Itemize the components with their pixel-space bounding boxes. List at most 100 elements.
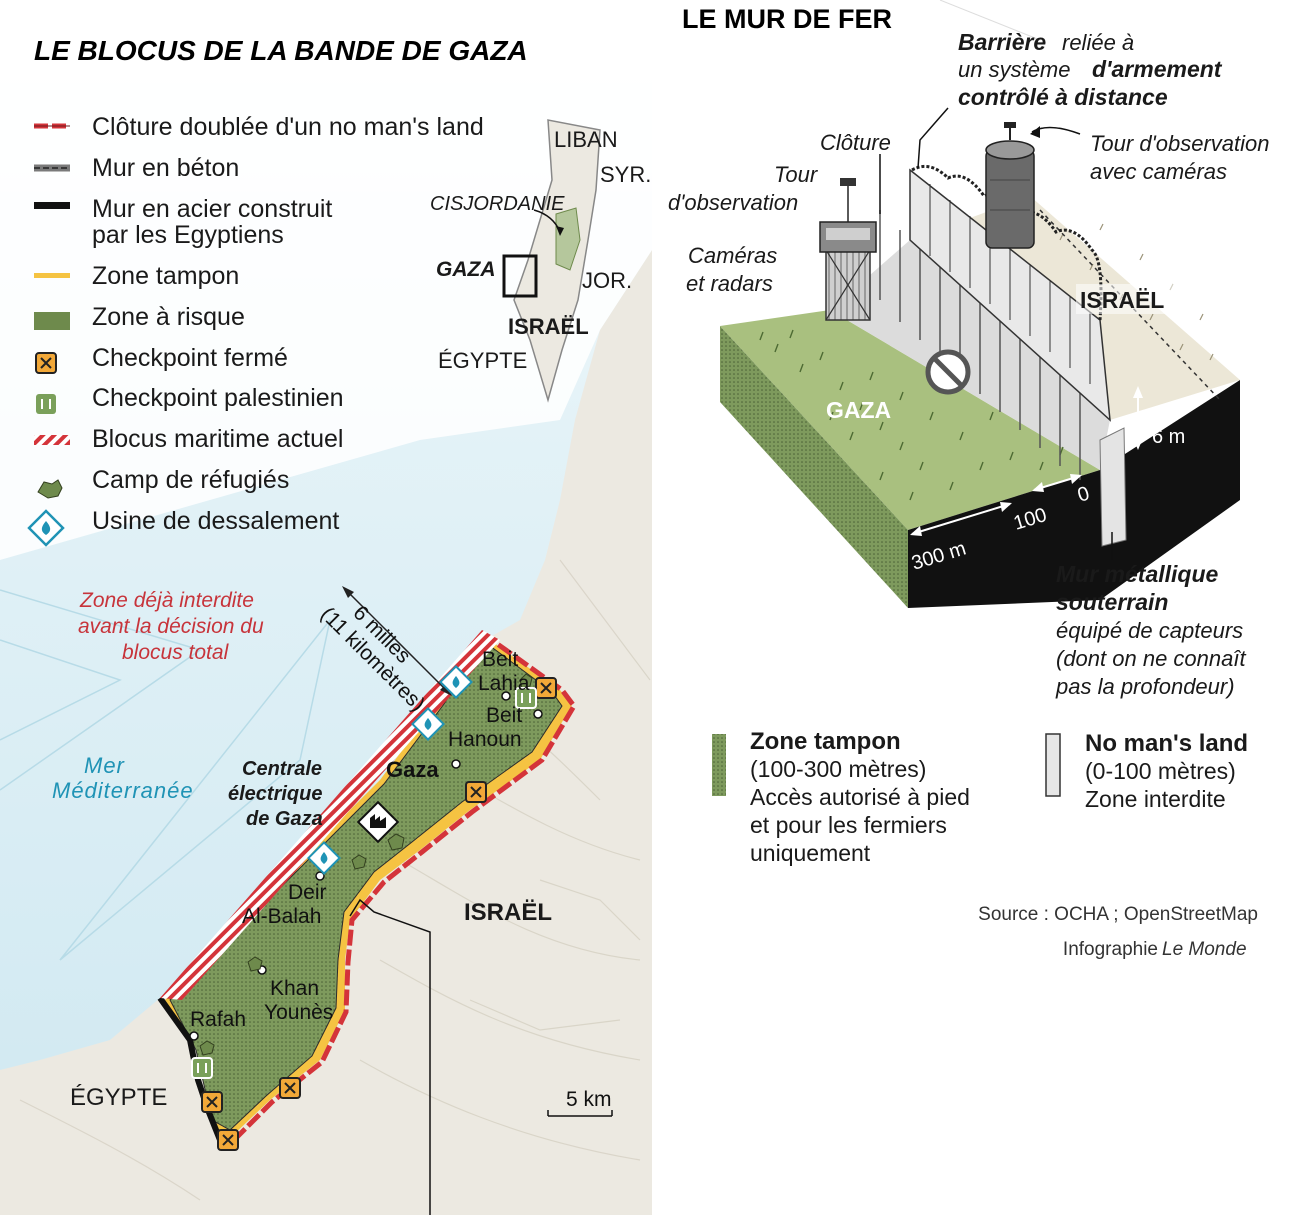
legend-buffer-l2: Accès autorisé à pied (750, 784, 970, 810)
desalination-plants (307, 665, 473, 875)
beit-lahia-line2: Lahia (478, 672, 530, 695)
tower-line2: d'observation (668, 190, 798, 215)
credit-text: Infographie (1063, 939, 1158, 960)
barrier-line2-bold: d'armement (1092, 56, 1223, 82)
cameras-line1: Caméras (688, 243, 777, 268)
inset-israel: ISRAËL (508, 314, 589, 339)
legend-palestinian-checkpoint: Checkpoint palestinien (92, 384, 344, 412)
inset-liban: LIBAN (554, 127, 618, 152)
legend-desalination: Usine de dessalement (92, 507, 339, 535)
desalination-plant-icon (27, 509, 65, 547)
legend-noman-swatch (1045, 733, 1061, 797)
inset-egypte: ÉGYPTE (438, 348, 527, 373)
block-front-face (908, 380, 1240, 608)
right-diagram-panel: LE MUR DE FER (668, 0, 1270, 960)
wall-line1: Mur métallique (1056, 561, 1219, 587)
closed-checkpoints (201, 677, 557, 1151)
barrier-ribs (929, 184, 1091, 384)
wall-line2: souterrain (1056, 589, 1168, 615)
left-title: LE BLOCUS DE LA BANDE DE GAZA (34, 35, 528, 66)
legend-buffer-swatch (712, 734, 726, 796)
steel-wall (157, 996, 225, 1147)
legend-concrete: Mur en béton (92, 154, 239, 182)
no-entry-sign-icon (925, 349, 971, 395)
faint-decoration (939, 0, 1041, 41)
tower-line1: Tour (774, 162, 819, 187)
wall-line3: équipé de capteurs (1056, 618, 1243, 643)
legend-steel-line1: Mur en acier construit (92, 195, 332, 223)
observation-tower (819, 178, 877, 321)
steel-wall-icon (34, 202, 70, 209)
inset-cisjordanie: CISJORDANIE (430, 193, 565, 215)
inset-west-bank (555, 207, 581, 271)
height-label: 6 m (1152, 426, 1185, 448)
inset-map: LIBAN SYR. CISJORDANIE GAZA JOR. ISRAËL … (430, 119, 651, 403)
legend-backdrop (0, 0, 652, 560)
power-plant-line2: électrique (228, 783, 322, 805)
legend-steel-line2: par les Egyptiens (92, 221, 284, 249)
leader-line (349, 898, 431, 1215)
maritime-blockade-icon (34, 435, 70, 445)
sea-label-line2: Méditerranée (52, 778, 194, 803)
diagram-legend: Zone tampon (100-300 mètres) Accès autor… (712, 728, 1248, 866)
barrier-line2-rest: un système (958, 57, 1071, 82)
refugee-camp-icon (37, 479, 63, 499)
buffer-zone-icon (34, 273, 70, 278)
legend-noman-title: No man's land (1085, 730, 1248, 757)
legend-buffer: Zone tampon (92, 262, 239, 290)
legend-risk: Zone à risque (92, 303, 245, 331)
tower-cam-line1: Tour d'observation (1090, 131, 1270, 156)
fence-line (230, 630, 578, 1144)
khan-line1: Khan (270, 977, 319, 1000)
legend-buffer-l4: uniquement (750, 840, 871, 866)
town-dots (189, 691, 543, 1041)
sea-zone-lines (0, 589, 331, 961)
right-title: LE MUR DE FER (682, 4, 892, 34)
gaza-city-label: Gaza (386, 757, 439, 782)
barrier-line1-bold: Barrière (958, 29, 1046, 55)
distance-arrowheads (910, 474, 1082, 536)
legend-closed-checkpoint: Checkpoint fermé (92, 344, 288, 372)
closed-checkpoint-icon (35, 352, 57, 374)
beit-lahia-line1: Beit (482, 648, 518, 671)
cameras-line2: et radars (686, 271, 773, 296)
barrier-line3: contrôlé à distance (958, 84, 1168, 110)
deir-line1: Deir (288, 881, 327, 904)
scale-bar: 5 km (547, 1088, 613, 1117)
wall-line4: (dont on ne connaît (1056, 646, 1246, 671)
legend-noman-l1: (0-100 mètres) (1085, 758, 1236, 784)
sea-label-line1: Mer (84, 753, 126, 778)
land-area (0, 250, 652, 1215)
height-arrow (1133, 386, 1143, 450)
deir-line2: Al-Balah (242, 905, 321, 928)
palestinian-checkpoint-icon (36, 394, 56, 414)
rafah-label: Rafah (190, 1008, 246, 1031)
camera-tower (985, 122, 1035, 249)
camera-tower-arrowhead (1030, 126, 1040, 138)
fence-label: Clôture (820, 130, 891, 155)
israel-diagram-label: ISRAËL (1080, 287, 1164, 313)
block-left-face (720, 326, 908, 608)
legend-icons (27, 123, 70, 547)
power-plant-line1: Centrale (242, 758, 322, 780)
legend-blockade: Blocus maritime actuel (92, 425, 343, 453)
beit-hanoun-line1: Beit (486, 704, 522, 727)
inset-gaza-box (502, 254, 538, 298)
palestinian-checkpoints (191, 687, 537, 1079)
zone-note-line3: blocus total (122, 641, 230, 664)
distance-arrow (342, 586, 452, 696)
legend-buffer-title: Zone tampon (750, 728, 901, 755)
power-plant-line3: de Gaza (246, 808, 323, 830)
legend-buffer-l1: (100-300 mètres) (750, 756, 926, 782)
barrier-line1-rest: reliée à (1062, 30, 1134, 55)
fence-posts (879, 210, 1081, 480)
israel-map-label: ISRAËL (464, 899, 552, 926)
egypte-map-label: ÉGYPTE (70, 1084, 167, 1111)
legend-buffer-l3: et pour les fermiers (750, 812, 947, 838)
credit-italic-text: Le Monde (1162, 939, 1247, 960)
inset-syr: SYR. (600, 162, 651, 187)
refugee-camps (199, 673, 533, 1056)
underground-wall (1099, 427, 1127, 547)
tower-cam-line2: avec caméras (1090, 159, 1227, 184)
